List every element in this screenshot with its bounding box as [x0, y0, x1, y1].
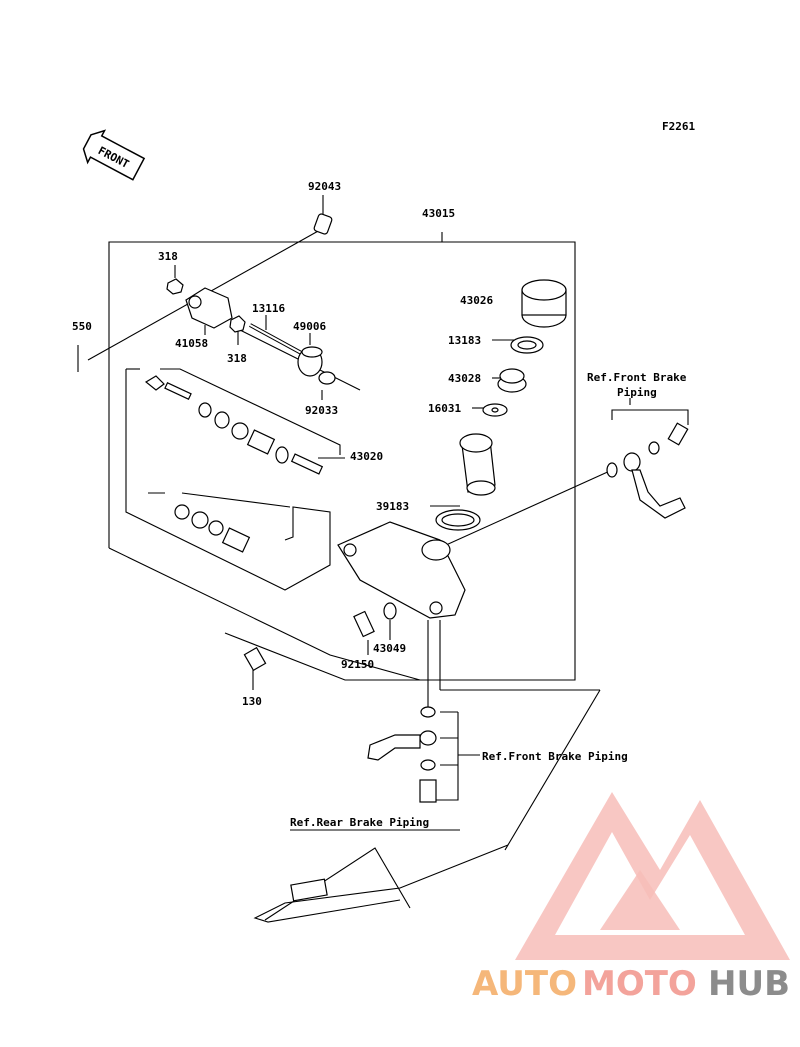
plate-13183	[510, 336, 544, 354]
ref-front-brake-piping-top-line2: Piping	[617, 386, 657, 399]
assembly-43020-outline	[125, 368, 345, 591]
label-41058: 41058	[175, 337, 208, 350]
washer-16031	[482, 403, 508, 417]
label-318-top: 318	[158, 250, 178, 263]
label-13183: 13183	[448, 334, 481, 347]
bolt-92150	[353, 610, 375, 638]
label-43015: 43015	[422, 207, 455, 220]
label-43028: 43028	[448, 372, 481, 385]
watermark-auto: AUTO	[472, 964, 577, 1004]
assembly-43015-outline	[108, 232, 576, 681]
label-16031: 16031	[428, 402, 461, 415]
ref-rear-brake-piping: Ref.Rear Brake Piping	[290, 816, 429, 829]
label-92150: 92150	[341, 658, 374, 671]
label-43049: 43049	[373, 642, 406, 655]
label-43026: 43026	[460, 294, 493, 307]
piston-kit-43020-parts	[144, 375, 324, 553]
rear-brake-pipe	[253, 844, 509, 923]
ring-92033	[318, 371, 336, 385]
watermark-moto: MOTO	[582, 964, 697, 1004]
boot-49006	[297, 346, 323, 377]
label-13116: 13116	[252, 302, 285, 315]
front-arrow: FRONT	[82, 129, 146, 181]
master-cylinder-body	[337, 521, 466, 619]
label-550: 550	[72, 320, 92, 333]
label-318-bottom: 318	[227, 352, 247, 365]
label-130: 130	[242, 695, 262, 708]
washer-43049	[383, 602, 397, 620]
bolt-92043	[313, 213, 333, 235]
label-49006: 49006	[293, 320, 326, 333]
ref-front-brake-piping-top-line1: Ref.Front Brake	[587, 371, 687, 384]
watermark-logo: AUTO MOTO HUB	[472, 792, 790, 1004]
cap-43026	[521, 279, 567, 328]
clevis-41058	[185, 287, 233, 329]
label-39183: 39183	[376, 500, 409, 513]
front-brake-fittings-mid	[367, 706, 437, 803]
ref-front-brake-piping-mid: Ref.Front Brake Piping	[482, 750, 628, 763]
label-43020: 43020	[350, 450, 383, 463]
bolt-130	[243, 646, 267, 672]
clamp-39183	[435, 509, 481, 531]
figure-code: F2261	[662, 120, 695, 133]
nut-318-top	[166, 278, 184, 295]
reservoir-hose	[459, 433, 496, 496]
label-92043: 92043	[308, 180, 341, 193]
diaphragm-43028	[497, 368, 527, 393]
watermark-hub: HUB	[708, 964, 790, 1004]
label-92033: 92033	[305, 404, 338, 417]
front-brake-fittings-top	[606, 422, 689, 519]
nut-318-bottom	[229, 315, 246, 333]
push-rod-13116	[249, 323, 306, 357]
leader-lines	[77, 195, 689, 851]
